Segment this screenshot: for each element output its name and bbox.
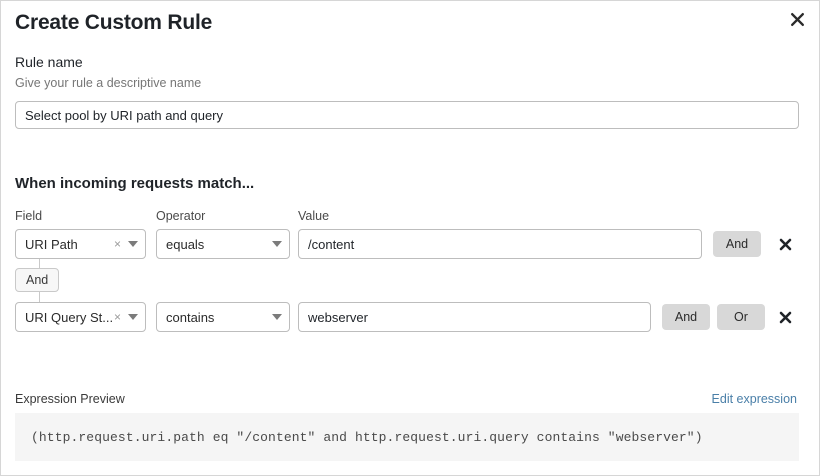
condition-row: URI Query St... × contains And Or xyxy=(1,302,819,332)
remove-condition-button-1[interactable] xyxy=(772,230,798,258)
rule-name-input[interactable] xyxy=(15,101,799,129)
rule-name-label: Rule name xyxy=(15,54,83,70)
value-input-1[interactable] xyxy=(298,229,702,259)
field-select-2[interactable]: URI Query St... × xyxy=(15,302,146,332)
chevron-down-icon[interactable] xyxy=(128,314,138,320)
condition-row: URI Path × equals And xyxy=(1,229,819,259)
close-icon[interactable] xyxy=(785,7,809,31)
operator-select-1[interactable]: equals xyxy=(156,229,290,259)
value-input-2[interactable] xyxy=(298,302,651,332)
clear-icon[interactable]: × xyxy=(113,237,121,251)
field-select-2-value: URI Query St... xyxy=(25,309,114,325)
operator-select-1-value: equals xyxy=(166,236,205,252)
clear-icon[interactable]: × xyxy=(113,310,121,324)
chevron-down-icon[interactable] xyxy=(128,241,138,247)
operator-select-2[interactable]: contains xyxy=(156,302,290,332)
logic-or-button-2[interactable]: Or xyxy=(717,304,765,330)
remove-condition-button-2[interactable] xyxy=(772,303,798,331)
column-header-value: Value xyxy=(298,209,330,223)
column-header-field: Field xyxy=(15,209,43,223)
field-select-1-value: URI Path xyxy=(25,236,78,252)
field-select-1[interactable]: URI Path × xyxy=(15,229,146,259)
connector-line-bottom xyxy=(39,292,40,302)
operator-select-2-value: contains xyxy=(166,309,215,325)
connector-line-top xyxy=(39,259,40,268)
column-header-operator: Operator xyxy=(156,209,206,223)
connector-logic-chip[interactable]: And xyxy=(15,268,60,292)
chevron-down-icon[interactable] xyxy=(272,241,282,247)
expression-preview-box: (http.request.uri.path eq "/content" and… xyxy=(15,413,799,461)
edit-expression-link[interactable]: Edit expression xyxy=(711,392,797,406)
chevron-down-icon[interactable] xyxy=(272,314,282,320)
condition-connector: And xyxy=(1,259,201,305)
match-section-heading: When incoming requests match... xyxy=(15,175,255,192)
page-title: Create Custom Rule xyxy=(15,11,213,34)
rule-name-help-text: Give your rule a descriptive name xyxy=(15,76,202,90)
expression-preview-text: (http.request.uri.path eq "/content" and… xyxy=(31,429,703,445)
logic-and-button-2[interactable]: And xyxy=(662,304,710,330)
logic-and-button-1[interactable]: And xyxy=(713,231,761,257)
expression-preview-label: Expression Preview xyxy=(15,392,125,406)
